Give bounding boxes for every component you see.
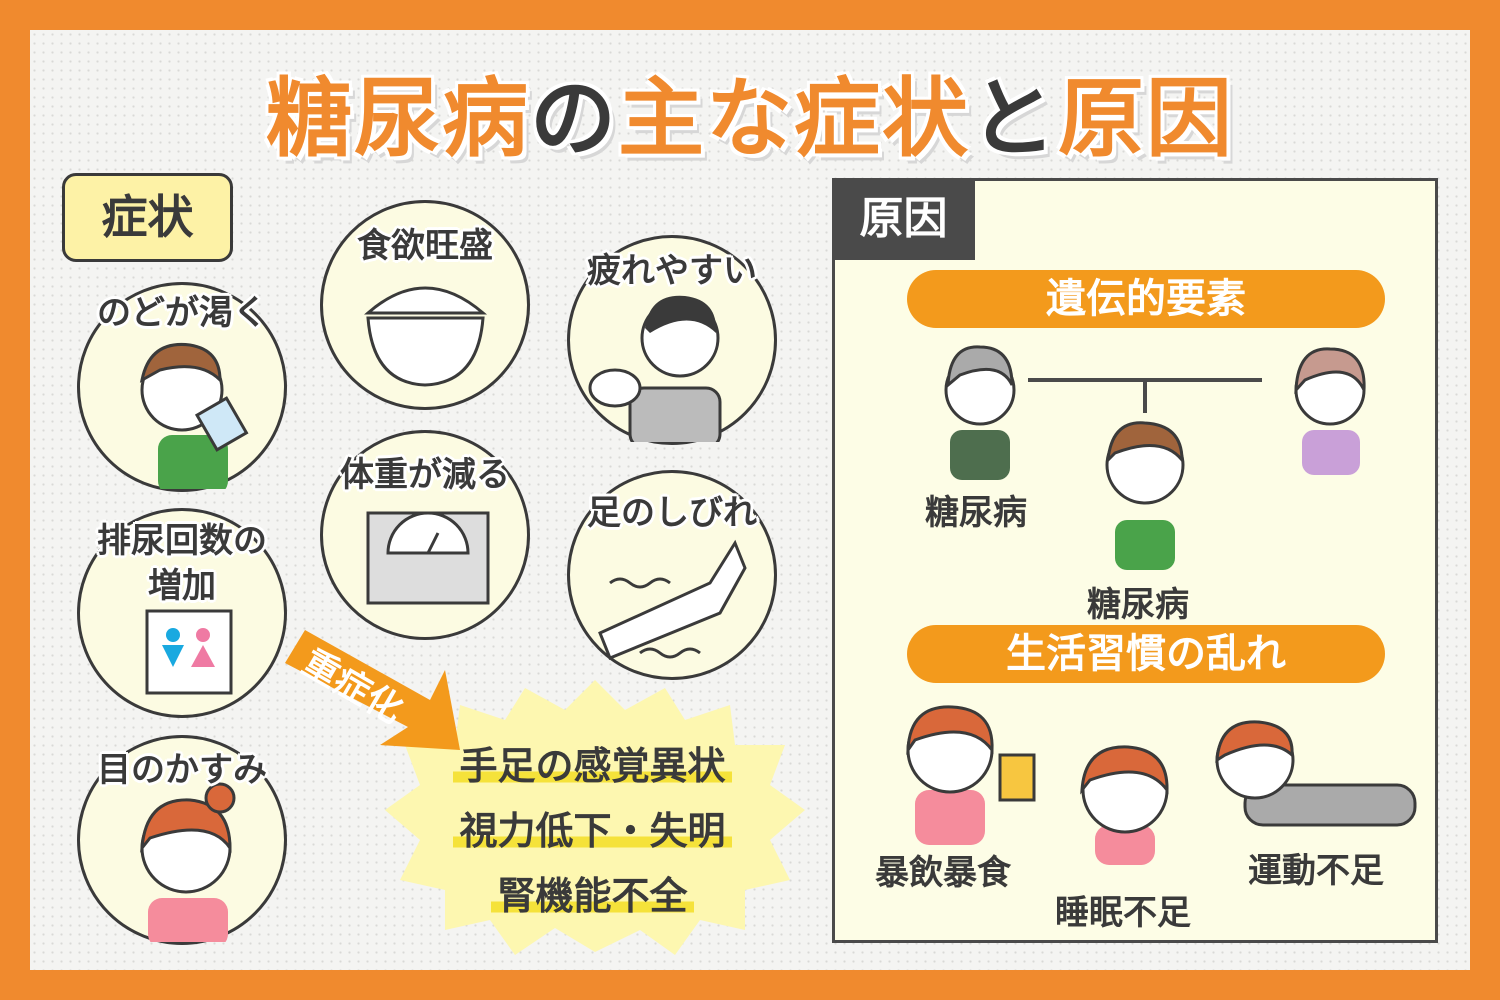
lying-woman-icon: [1215, 720, 1417, 827]
title-part: の: [530, 69, 618, 169]
severe-text: 腎機能不全: [491, 874, 694, 918]
son-label: 糖尿病: [1087, 585, 1189, 625]
symptom-appetite: 食欲旺盛: [357, 226, 493, 266]
woman-rubbing-eyes-icon: [140, 782, 236, 948]
person-drinking-icon: [139, 342, 249, 495]
numbness-illustration: [567, 470, 777, 680]
symptom-weight-loss: 体重が減る: [340, 455, 510, 495]
title-part: と: [970, 69, 1058, 169]
son-icon: [1105, 421, 1185, 570]
arrow-icon: [285, 630, 460, 750]
appetite-illustration: [320, 200, 530, 410]
causes-tag: 原因: [832, 178, 975, 260]
grandfather-icon: [944, 345, 1016, 480]
weight-loss-illustration: [320, 430, 530, 640]
symptom-urination-2: 増加: [148, 566, 216, 606]
severe-text: 手足の感覚異状: [453, 744, 732, 788]
scale-icon: [366, 511, 490, 605]
page-title: 糖尿病の主な症状と原因: [0, 48, 1500, 173]
lifestyle-illustrations: [906, 705, 1417, 865]
sleepless-woman-icon: [1080, 745, 1169, 865]
symptom-urination: 排尿回数の: [97, 521, 267, 561]
fatigue-illustration: [567, 235, 777, 450]
severe-item: 視力低下・失明: [0, 800, 1185, 855]
lifestyle-heading: 生活習慣の乱れ: [907, 625, 1385, 683]
restroom-sign-icon: [145, 609, 233, 695]
severe-text: 視力低下・失明: [453, 809, 732, 853]
sleep-deprivation-label: 睡眠不足: [1055, 893, 1191, 933]
severe-item: 腎機能不全: [0, 865, 1185, 920]
symptom-numbness: 足のしびれ: [587, 493, 757, 533]
numb-leg-icon: [598, 539, 747, 660]
overeating-label: 暴飲暴食: [875, 853, 1011, 893]
tired-man-icon: [588, 295, 722, 450]
blurred-vision-illustration: [77, 735, 287, 948]
rice-bowl-icon: [364, 286, 488, 387]
family-tree: [944, 345, 1366, 570]
symptom-thirst: のどが渇く: [97, 293, 267, 333]
genetic-heading: 遺伝的要素: [907, 270, 1385, 328]
title-part: 原因: [1058, 69, 1234, 169]
symptom-blurred-vision: 目のかすみ: [97, 750, 267, 790]
grandfather-label: 糖尿病: [925, 493, 1027, 533]
thirst-illustration: [77, 282, 287, 495]
urination-illustration: [77, 508, 287, 718]
lack-of-exercise-label: 運動不足: [1248, 851, 1384, 891]
severe-item: 手足の感覚異状: [0, 735, 1185, 790]
grandmother-icon: [1294, 347, 1366, 475]
symptom-fatigue: 疲れやすい: [587, 251, 757, 291]
symptoms-tag: 症状: [62, 173, 233, 262]
title-part: 糖尿病: [266, 69, 530, 169]
overeating-woman-icon: [906, 705, 1036, 845]
title-part: 主な症状: [618, 69, 970, 169]
